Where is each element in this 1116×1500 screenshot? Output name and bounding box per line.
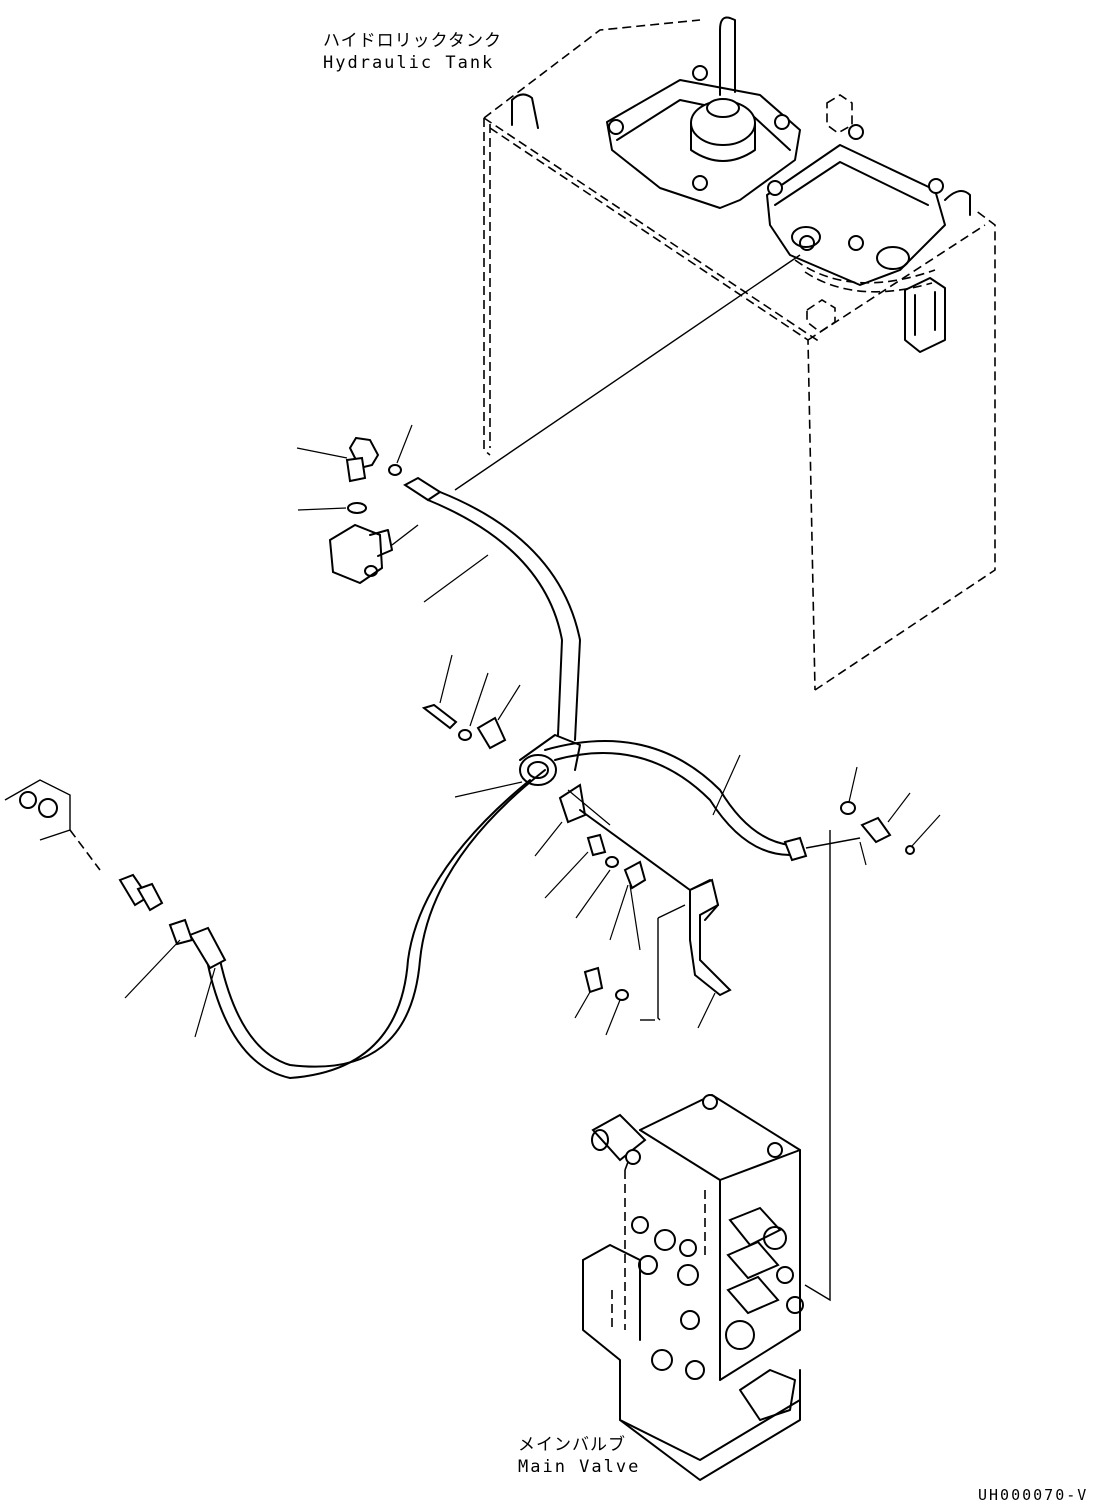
- drain-hose: [4, 769, 546, 1079]
- clamp-bracket: [421, 703, 732, 1021]
- drawing-number: UH000070-V: [978, 1486, 1089, 1500]
- hydraulic-tank-label-jp: ハイドロリックタンク: [323, 31, 502, 51]
- hydraulic-tank: [483, 16, 996, 691]
- main-valve-label-jp: メインバルブ: [518, 1435, 626, 1455]
- elbow-fitting-group: [328, 436, 419, 585]
- hydraulic-tank-label-en: Hydraulic Tank: [323, 53, 495, 73]
- main-valve: [582, 1094, 804, 1481]
- callout-leaders: [124, 424, 941, 1038]
- suction-hose: [403, 254, 801, 741]
- main-valve-label-en: Main Valve: [518, 1457, 641, 1477]
- pilot-hose: [544, 740, 915, 1302]
